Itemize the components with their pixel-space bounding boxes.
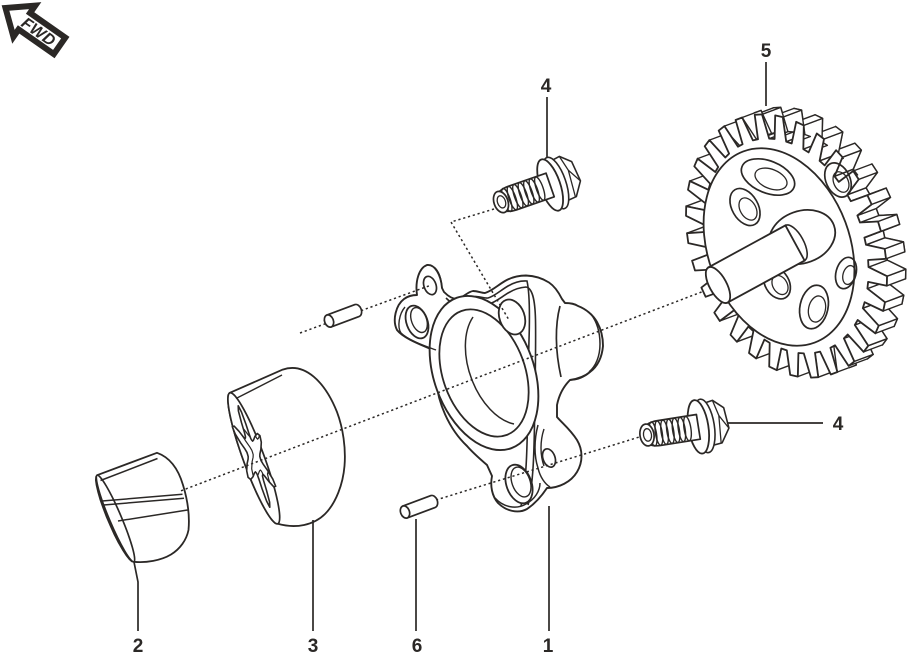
- svg-text:2: 2: [133, 636, 144, 654]
- svg-text:4: 4: [833, 414, 844, 435]
- svg-text:6: 6: [412, 636, 423, 654]
- svg-text:4: 4: [541, 76, 552, 97]
- svg-text:5: 5: [761, 41, 772, 62]
- svg-text:1: 1: [543, 636, 554, 654]
- svg-text:3: 3: [308, 636, 319, 654]
